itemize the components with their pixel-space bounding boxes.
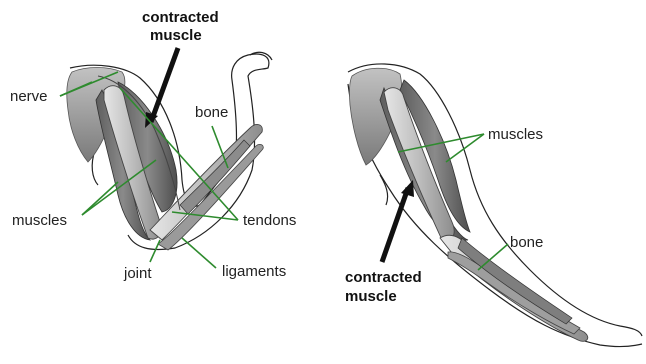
ligaments-leader bbox=[182, 238, 216, 268]
joint-label: joint bbox=[123, 265, 152, 282]
right-forearm-bone-2 bbox=[448, 252, 580, 334]
bone-label-right: bone bbox=[510, 234, 543, 251]
right-contracted-label-2: muscle bbox=[345, 288, 397, 305]
nerve-label: nerve bbox=[10, 88, 48, 105]
bone-label-left: bone bbox=[195, 104, 228, 121]
right-contracted-label-1: contracted bbox=[345, 269, 422, 286]
muscles-label-right: muscles bbox=[488, 126, 543, 143]
left-contracted-label-2: muscle bbox=[150, 27, 202, 44]
joint-leader bbox=[150, 240, 160, 262]
tendons-label: tendons bbox=[243, 212, 296, 229]
left-arm bbox=[67, 52, 272, 250]
muscles-label-left: muscles bbox=[12, 212, 67, 229]
left-arm-inner-outline bbox=[250, 52, 272, 60]
left-contracted-label-1: contracted bbox=[142, 9, 219, 26]
ligaments-label: ligaments bbox=[222, 263, 286, 280]
